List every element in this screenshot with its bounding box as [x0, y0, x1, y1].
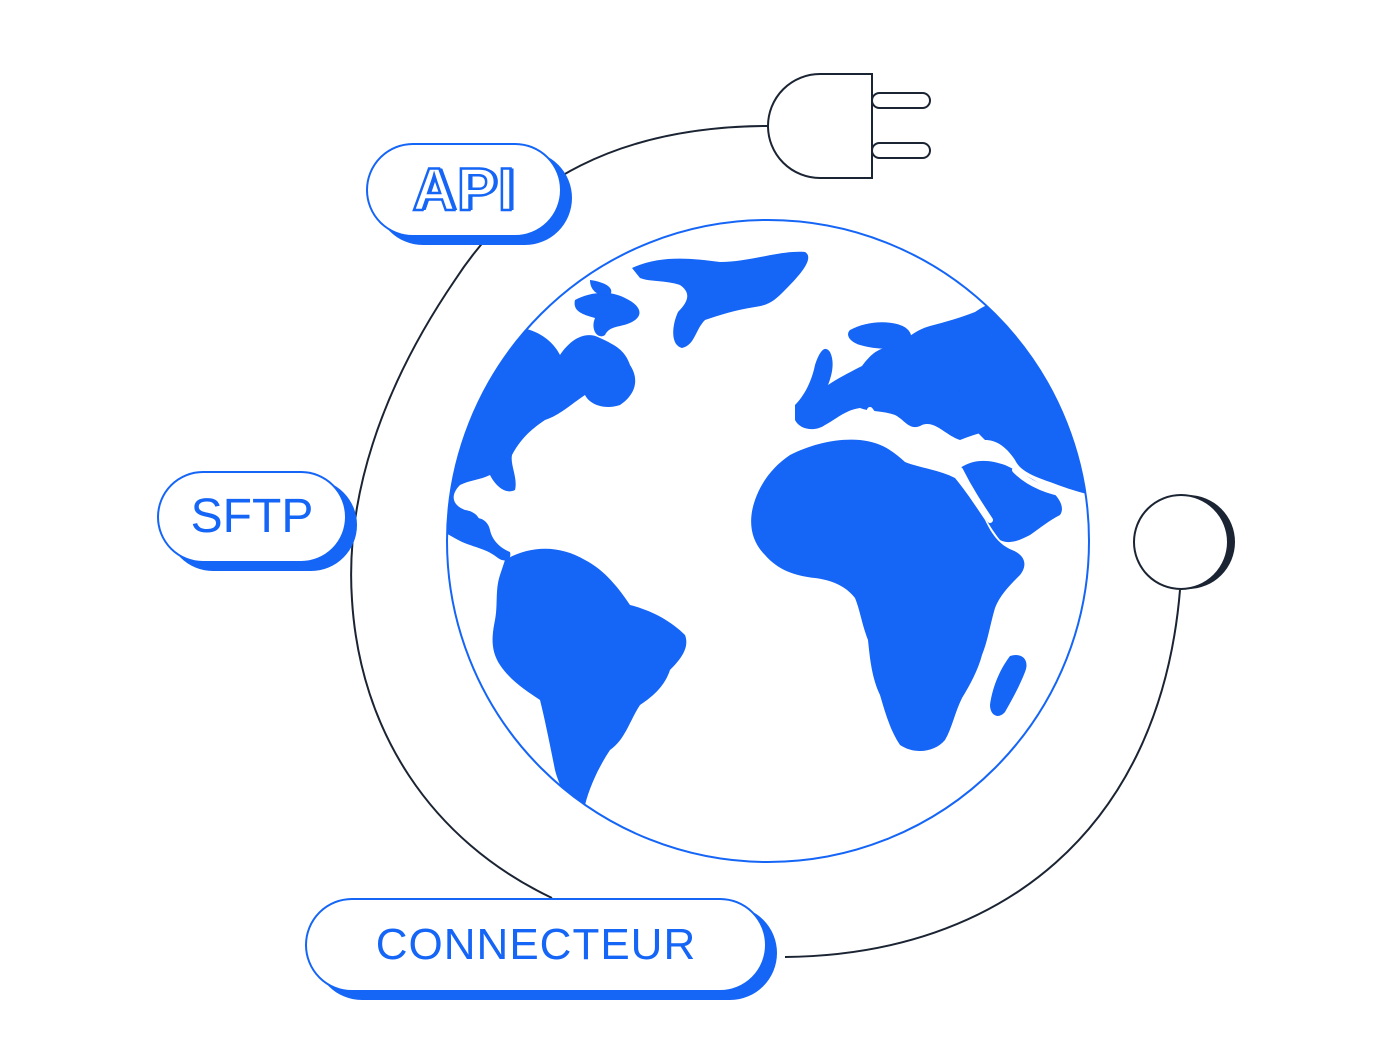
madagascar-shape	[990, 654, 1027, 716]
orbit-line-bottom	[784, 589, 1181, 958]
globe-icon	[446, 219, 1090, 863]
central-america-shape	[447, 518, 511, 561]
south-america-shape	[492, 548, 687, 808]
ring-node-icon	[1133, 494, 1235, 590]
api-label: API	[411, 156, 516, 223]
plug-icon	[767, 73, 931, 179]
europe-peninsula-shape	[848, 322, 912, 349]
connecteur-pill: CONNECTEUR	[305, 898, 777, 1000]
asia-shape	[960, 460, 1062, 543]
greenland-shape	[632, 251, 809, 348]
arctic-islands-shape	[574, 292, 640, 337]
connecteur-pill-face: CONNECTEUR	[305, 898, 767, 992]
sftp-pill-face: SFTP	[157, 471, 347, 563]
api-pill-face: API	[366, 143, 562, 237]
connecteur-label: CONNECTEUR	[375, 920, 697, 969]
sftp-pill: SFTP	[157, 471, 357, 571]
api-pill: API	[366, 143, 572, 245]
africa-shape	[751, 439, 1025, 752]
arctic-islands-shape-2	[590, 280, 612, 296]
orbit-line	[350, 125, 771, 899]
sftp-label: SFTP	[190, 490, 314, 543]
